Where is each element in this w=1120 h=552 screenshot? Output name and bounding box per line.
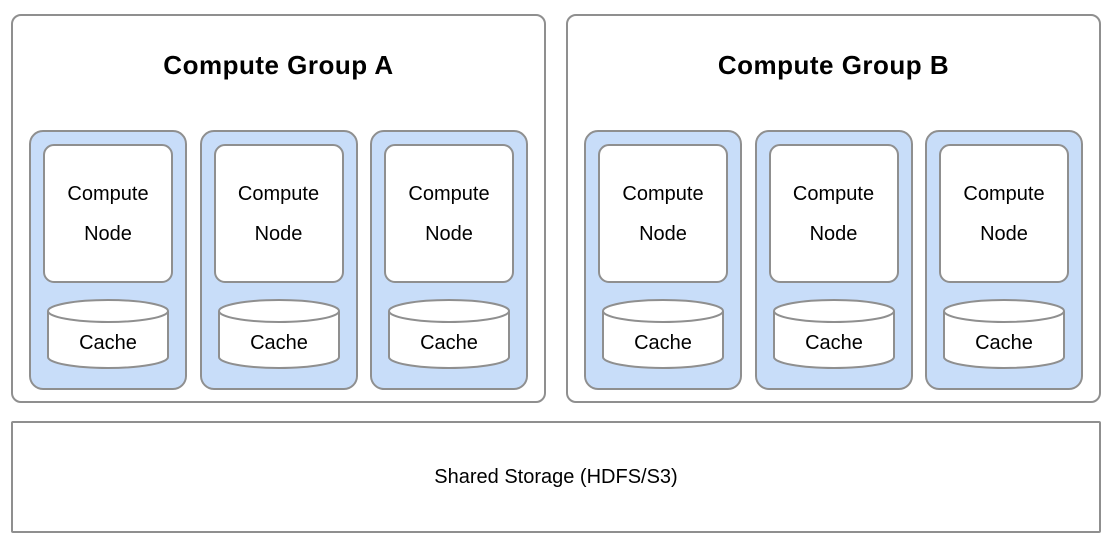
compute-node-box: Compute Node xyxy=(598,144,728,283)
cylinder-top xyxy=(943,299,1065,323)
compute-node-box: Compute Node xyxy=(384,144,514,283)
cache-cylinder-icon: Cache xyxy=(602,299,724,369)
cache-label: Cache xyxy=(420,332,478,354)
cache-cylinder-icon: Cache xyxy=(943,299,1065,369)
compute-group-b: Compute Group B Compute Node Cache xyxy=(566,14,1101,403)
node-container: Compute Node Cache xyxy=(925,130,1083,390)
group-b-title: Compute Group B xyxy=(717,50,950,80)
compute-node-label-line1: Compute xyxy=(622,182,704,205)
cylinder-top xyxy=(602,299,724,323)
compute-node-label-line2: Node xyxy=(254,222,303,245)
compute-node-label-line1: Compute xyxy=(963,182,1045,205)
compute-groups-row: Compute Group A Compute Node Cache xyxy=(11,14,1109,403)
node-container: Compute Node Cache xyxy=(584,130,742,390)
cylinder-body xyxy=(772,311,895,369)
compute-node-box: Compute Node xyxy=(939,144,1069,283)
group-a-nodes-row: Compute Node Cache Compute Node xyxy=(13,130,544,390)
node-container: Compute Node Cache xyxy=(754,130,913,390)
compute-node-label-line1: Compute xyxy=(237,182,320,205)
node-container: Compute Node Cache xyxy=(199,130,358,390)
node-container: Compute Node Cache xyxy=(370,130,528,390)
compute-node-label-line2: Node xyxy=(639,222,687,245)
compute-group-a: Compute Group A Compute Node Cache xyxy=(11,14,546,403)
cylinder-top xyxy=(47,299,169,323)
compute-node-label-line2: Node xyxy=(980,222,1028,245)
cache-cylinder-icon: Cache xyxy=(217,299,340,369)
compute-node-label-line2: Node xyxy=(84,222,132,245)
cache-label: Cache xyxy=(975,332,1033,354)
cylinder-body xyxy=(217,311,340,369)
compute-node-box: Compute Node xyxy=(213,144,344,283)
cache-cylinder-icon: Cache xyxy=(772,299,895,369)
cache-label: Cache xyxy=(79,332,137,354)
cylinder-top xyxy=(388,299,510,323)
compute-node-label-line2: Node xyxy=(425,222,473,245)
group-a-title: Compute Group A xyxy=(163,50,394,80)
cylinder-body xyxy=(47,311,169,369)
shared-storage-label: Shared Storage (HDFS/S3) xyxy=(434,465,678,488)
cache-cylinder-icon: Cache xyxy=(388,299,510,369)
compute-node-label-line1: Compute xyxy=(792,182,875,205)
cylinder-body xyxy=(602,311,724,369)
node-container: Compute Node Cache xyxy=(29,130,187,390)
cylinder-body xyxy=(388,311,510,369)
cylinder-top xyxy=(772,299,895,323)
compute-node-label-line1: Compute xyxy=(67,182,149,205)
cylinder-top xyxy=(217,299,340,323)
compute-node-label-line2: Node xyxy=(809,222,858,245)
compute-node-box: Compute Node xyxy=(768,144,899,283)
compute-node-label-line1: Compute xyxy=(408,182,490,205)
cache-label: Cache xyxy=(805,332,863,354)
compute-node-box: Compute Node xyxy=(43,144,173,283)
cache-label: Cache xyxy=(634,332,692,354)
group-b-nodes-row: Compute Node Cache Compute Node xyxy=(568,130,1099,390)
cache-cylinder-icon: Cache xyxy=(47,299,169,369)
cache-label: Cache xyxy=(250,332,308,354)
cylinder-body xyxy=(943,311,1065,369)
shared-storage-box: Shared Storage (HDFS/S3) xyxy=(11,421,1101,533)
